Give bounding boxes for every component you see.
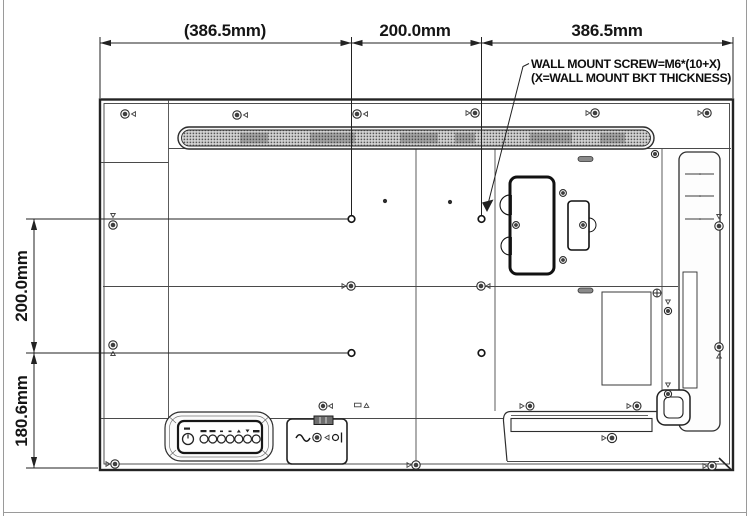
io-bay [502,410,657,462]
pill-label [577,156,594,162]
control-buttons [199,434,261,444]
vesa-hole [347,214,356,224]
vesa-hole [477,214,486,224]
pill-labels [577,156,594,294]
sheet-frame [3,0,747,516]
dimension-top-middle-label: 200.0mm [379,21,450,40]
speaker-grille [177,126,655,150]
corner-chamfer [718,457,733,471]
fuse-holder [313,415,334,425]
grille-shading [240,132,625,144]
dimension-left-chain: 200.0mm 180.6mm [12,218,348,469]
hinge-compartment [499,175,597,276]
side-handle [678,151,721,432]
compartment-box [508,175,556,276]
handle-recess [682,271,698,389]
power-button-icon [181,432,195,446]
power-switch-icon [331,432,343,443]
hinge-bump-lower [500,236,511,256]
bracket-bump [588,217,597,233]
rating-label-plate [601,291,652,386]
io-slot [510,417,653,433]
cross-screw [652,288,662,298]
ac-tilde-icon [295,434,311,442]
dimension-top-chain: (386.5mm) 200.0mm 386.5mm [99,21,734,215]
wall-mount-note-line2: (X=WALL MOUNT BKT THICKNESS) [531,71,731,85]
power-inlet [286,415,348,465]
pilot-holes [382,198,453,205]
dimension-side-lower-label: 180.6mm [12,375,31,446]
dimension-top-left-label: (386.5mm) [184,21,266,40]
position-markers [105,109,723,470]
hinge-bump-upper [499,194,511,216]
dimension-top-right-label: 386.5mm [571,21,642,40]
bracket-box [567,200,590,251]
inlet-screw [312,432,322,443]
wall-mount-annotation: WALL MOUNT SCREW=M6*(10+X) (X=WALL MOUNT… [482,57,732,212]
vesa-hole [347,348,356,358]
control-keypad [164,411,274,462]
pill-label [577,287,594,294]
vesa-mount-holes [347,214,486,358]
cable-hook [656,389,691,426]
button-glyphs [200,429,260,433]
screws [108,108,724,471]
wall-mount-note-line1: WALL MOUNT SCREW=M6*(10+X) [531,57,721,71]
dimension-side-upper-label: 200.0mm [12,250,31,321]
vesa-hole [477,348,486,358]
